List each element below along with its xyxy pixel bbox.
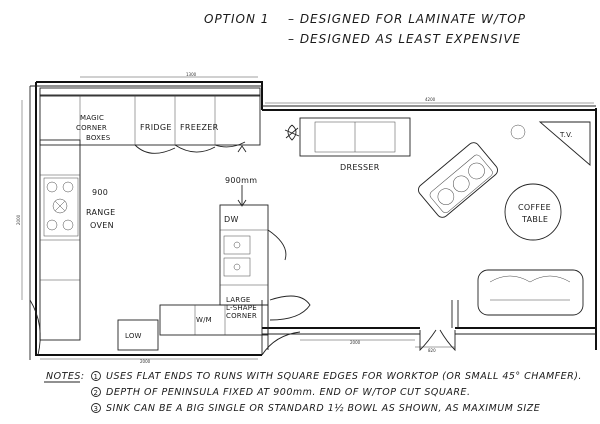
dim-bay: 2000 xyxy=(350,340,361,345)
living-area: DRESSER T.V. COFFEE TABLE xyxy=(284,117,591,328)
note-item-2: DEPTH OF PENINSULA FIXED AT 900mm. END O… xyxy=(106,387,470,398)
label-coffee: COFFEE xyxy=(518,203,551,212)
notes-section: NOTES: 1 USES FLAT ENDS TO RUNS WITH SQU… xyxy=(44,371,582,414)
label-dresser: DRESSER xyxy=(340,163,380,172)
header-notes: OPTION 1 – DESIGNED FOR LAMINATE W/TOP –… xyxy=(204,12,526,46)
peninsula-depth-marker: 900mm xyxy=(225,145,257,207)
peninsula-unit: DW LARGE L-SHAPE CORNER W/M LOW xyxy=(117,204,311,351)
note-marker-2: 2 xyxy=(94,389,99,397)
label-table: TABLE xyxy=(521,215,548,224)
option-title: OPTION 1 xyxy=(204,12,269,26)
dim-right-wall: 4200 xyxy=(425,97,436,102)
label-dw: DW xyxy=(224,215,239,224)
dimension-lines: 1300 2000 4200 2000 820 2000 xyxy=(16,72,594,364)
note-marker-3: 3 xyxy=(94,405,99,413)
door-swings xyxy=(29,299,456,356)
label-magic-corner-2: CORNER xyxy=(76,124,107,132)
note-item-3: SINK CAN BE A BIG SINGLE OR STANDARD 1½ … xyxy=(106,403,540,414)
wall-left-bottom xyxy=(35,82,262,356)
dim-door: 820 xyxy=(428,348,436,353)
notes-heading: NOTES: xyxy=(46,371,85,382)
label-900mm: 900mm xyxy=(225,176,257,185)
label-freezer: FREEZER xyxy=(180,123,219,132)
label-range: RANGE xyxy=(86,208,115,217)
label-tv: T.V. xyxy=(559,131,573,139)
label-large-3: CORNER xyxy=(226,312,257,320)
dim-bottom-left: 2000 xyxy=(140,359,151,364)
label-range-oven: OVEN xyxy=(90,221,114,230)
label-range-900: 900 xyxy=(92,188,108,197)
label-magic-corner-1: MAGIC xyxy=(80,114,104,122)
note-item-1: USES FLAT ENDS TO RUNS WITH SQUARE EDGES… xyxy=(106,371,582,382)
label-magic-corner-3: BOXES xyxy=(86,134,111,142)
kitchen-top-run: MAGIC CORNER BOXES FRIDGE FREEZER xyxy=(39,87,261,154)
label-wm: W/M xyxy=(196,316,212,324)
dim-top-wall: 1300 xyxy=(186,72,197,77)
label-low: LOW xyxy=(125,332,142,340)
outer-walls xyxy=(29,81,597,360)
label-large-1: LARGE xyxy=(226,296,251,304)
wall-top-kitchen xyxy=(36,81,263,110)
header-line-1: – DESIGNED FOR LAMINATE W/TOP xyxy=(288,12,526,26)
kitchen-left-run: 900 RANGE OVEN xyxy=(39,139,115,341)
header-line-2: – DESIGNED AS LEAST EXPENSIVE xyxy=(288,32,521,46)
label-fridge: FRIDGE xyxy=(140,123,172,132)
label-large-2: L-SHAPE xyxy=(226,304,257,312)
dim-range-wall: 2000 xyxy=(16,214,21,225)
note-marker-1: 1 xyxy=(94,373,99,381)
